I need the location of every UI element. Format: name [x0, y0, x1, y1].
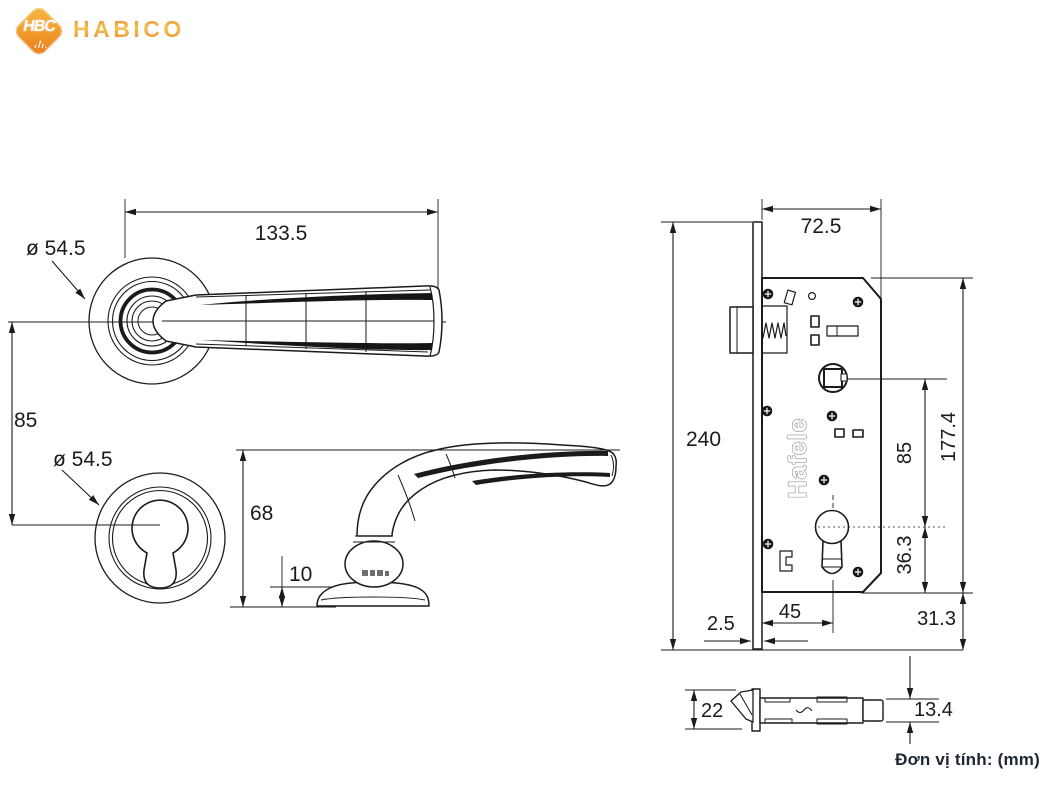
- lever-side-shade-bottom: [472, 472, 610, 485]
- lock-faceplate: [752, 221, 763, 650]
- lever-shade-top: [200, 293, 432, 305]
- lock-brand-mark: Hafele: [784, 417, 812, 498]
- dim-backset-label: 45: [779, 601, 801, 623]
- dim-latch-height-label: 22: [701, 700, 723, 722]
- lock-mechanism-parts: [779, 289, 864, 572]
- dim-handle-length-label: 133.5: [255, 222, 308, 245]
- lock-body-view: Hafele: [729, 221, 947, 650]
- cylinder-hole: [814, 509, 850, 575]
- dim-faceplate-thickness-label: 2.5: [707, 613, 735, 635]
- logo-rays-icon: [33, 40, 47, 48]
- dim-case-height: 177.4: [861, 277, 973, 594]
- dim-bolt-height-label: 13.4: [914, 699, 953, 721]
- screw-icon: [852, 566, 864, 578]
- dim-rose-diameter-label: ø 54.5: [26, 237, 86, 260]
- dim-case-width: 72.5: [761, 199, 882, 298]
- dim-bottom-offset: 31.3: [917, 593, 967, 650]
- dim-faceplate-height: 240: [661, 221, 752, 650]
- dim-rose-diameter: ø 54.5: [26, 237, 86, 300]
- latch-spring: [762, 322, 787, 339]
- dim-escutcheon-diameter-label: ø 54.5: [53, 448, 113, 471]
- dim-cylinder-to-bottom-label: 36.3: [894, 536, 916, 575]
- dim-spindle-to-cylinder-label: 85: [894, 442, 916, 464]
- screw-icon: [852, 296, 864, 308]
- dim-escutcheon-diameter: ø 54.5: [53, 448, 113, 506]
- dim-center-distance-label: 85: [14, 409, 37, 432]
- latch-housing: [761, 305, 788, 354]
- latch-bolt-head: [729, 306, 754, 354]
- dim-bottom-offset-label: 31.3: [917, 608, 956, 630]
- screw-icon: [826, 410, 838, 422]
- neck-rings: [353, 535, 395, 543]
- screw-icon: [761, 405, 773, 417]
- screw-icon: [818, 474, 830, 486]
- latch-bevel: [730, 689, 754, 723]
- dim-backset: 45: [762, 601, 833, 627]
- dim-base-height: 10: [270, 556, 334, 607]
- dim-side-height-label: 68: [250, 502, 273, 525]
- dim-case-width-label: 72.5: [801, 215, 842, 238]
- latch-tip: [862, 699, 884, 722]
- latch-body-details: [764, 696, 848, 725]
- engraving-mark: [362, 570, 389, 576]
- handle-base-rim: [320, 596, 426, 601]
- dim-latch-height: 22: [685, 689, 742, 730]
- lever-detail-lines: [162, 286, 435, 357]
- dim-handle-length: 133.5: [124, 199, 439, 288]
- lever-shade-bottom: [200, 340, 432, 351]
- lever-side-outline: [356, 442, 617, 537]
- handle-top-view: [8, 257, 446, 385]
- habico-logo: HBC: [10, 2, 68, 60]
- handle-side-view: [316, 442, 617, 607]
- dim-center-distance: 85: [8, 322, 160, 526]
- dim-spindle-to-cylinder: 85: [894, 379, 929, 527]
- lever-side-shade-top: [414, 450, 608, 478]
- lock-case: [761, 277, 882, 593]
- handle-ball: [344, 540, 404, 588]
- dim-cylinder-to-bottom: 36.3: [894, 527, 929, 593]
- unit-note: Đơn vị tính: (mm): [895, 750, 1040, 769]
- escutcheon-view: [94, 472, 226, 604]
- dim-side-height: 68: [230, 449, 620, 608]
- spindle-follower: [818, 363, 848, 393]
- brand-wordmark: HABICO: [73, 16, 185, 42]
- dim-faceplate-height-label: 240: [686, 428, 721, 451]
- dim-case-height-label: 177.4: [938, 412, 960, 462]
- dim-base-height-label: 10: [289, 563, 312, 586]
- screw-icon: [762, 288, 774, 300]
- latch-side-view: [730, 688, 884, 732]
- dim-bolt-height: 13.4: [886, 656, 953, 744]
- screw-icon: [762, 538, 774, 550]
- euro-keyhole: [131, 499, 189, 589]
- dim-faceplate-thickness: 2.5: [704, 613, 808, 645]
